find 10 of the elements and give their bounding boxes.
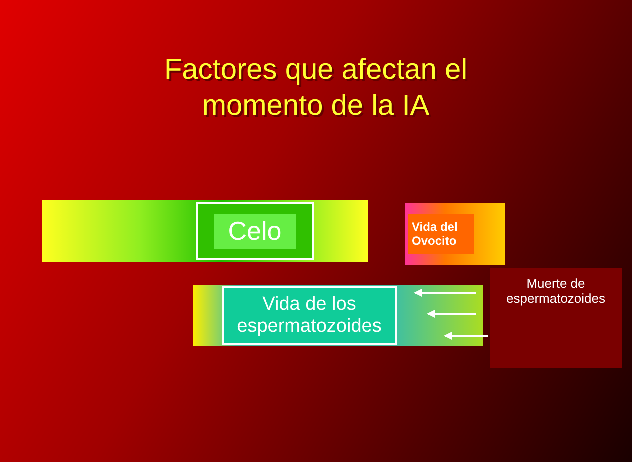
arrow (414, 289, 476, 297)
sperm-life-label: Vida de los espermatozoides (222, 286, 397, 345)
slide-title: Factores que afectan el momento de la IA (163, 53, 469, 124)
gradient-bar (193, 285, 483, 346)
arrow (444, 332, 488, 340)
arrow (427, 310, 476, 318)
oocyte-life-label: Vida del Ovocito (405, 203, 505, 265)
sperm-death-box: Muerte de espermatozoides (490, 268, 622, 368)
gradient-bar (42, 200, 368, 262)
celo-label: Celo (196, 202, 314, 260)
